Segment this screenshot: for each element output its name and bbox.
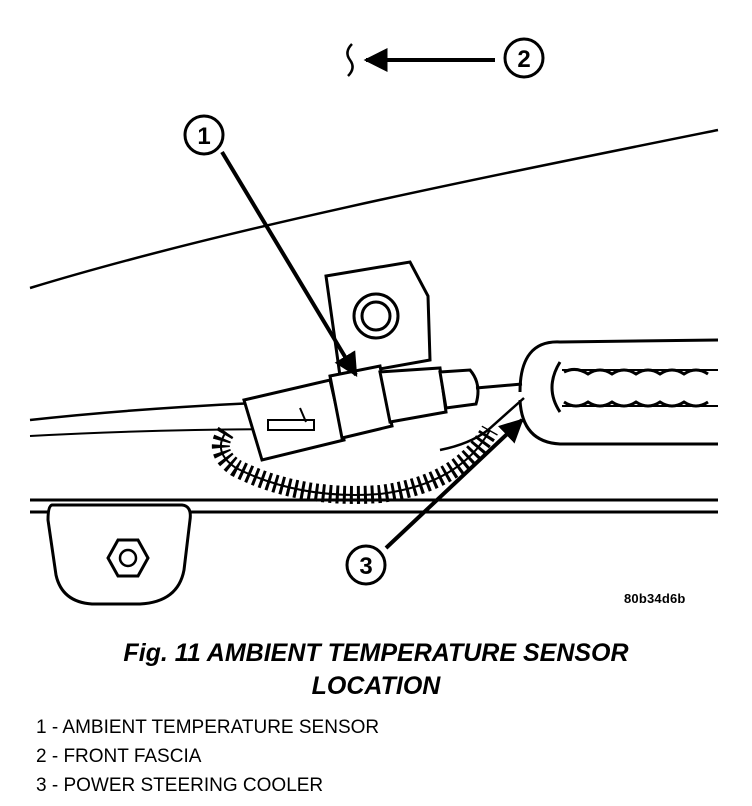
power-steering-cooler [439,338,719,452]
caption-line-2: LOCATION [311,672,441,700]
figure-caption: Fig. 11 AMBIENT TEMPERATURE SENSOR LOCAT… [0,637,752,703]
legend-item: 1 - AMBIENT TEMPERATURE SENSOR [36,717,380,738]
callout-3-number: 3 [359,553,372,580]
sensor-location-illustration: 2 [29,37,719,606]
front-fascia-edge [29,128,719,290]
caption-line-1: Fig. 11 AMBIENT TEMPERATURE SENSOR [123,639,629,667]
sensor-mounting-bracket [324,260,432,378]
ambient-temperature-sensor [242,364,523,462]
legend-item: 3 - POWER STEERING COOLER [36,775,324,796]
lower-bracket [46,503,192,606]
callout-3: 3 [345,544,387,586]
wiring-harness [211,425,498,504]
callout-1: 1 [183,114,225,156]
callout-2-number: 2 [517,46,530,73]
figure-code: 80b34d6b [624,591,686,606]
fascia-direction-arrow [346,43,495,77]
callout-1-leader [220,150,358,378]
legend-item: 2 - FRONT FASCIA [36,746,202,767]
callout-3-leader [384,418,524,550]
callout-1-number: 1 [197,123,210,150]
callout-2: 2 [503,37,545,79]
legend-list: 1 - AMBIENT TEMPERATURE SENSOR 2 - FRONT… [36,713,379,800]
